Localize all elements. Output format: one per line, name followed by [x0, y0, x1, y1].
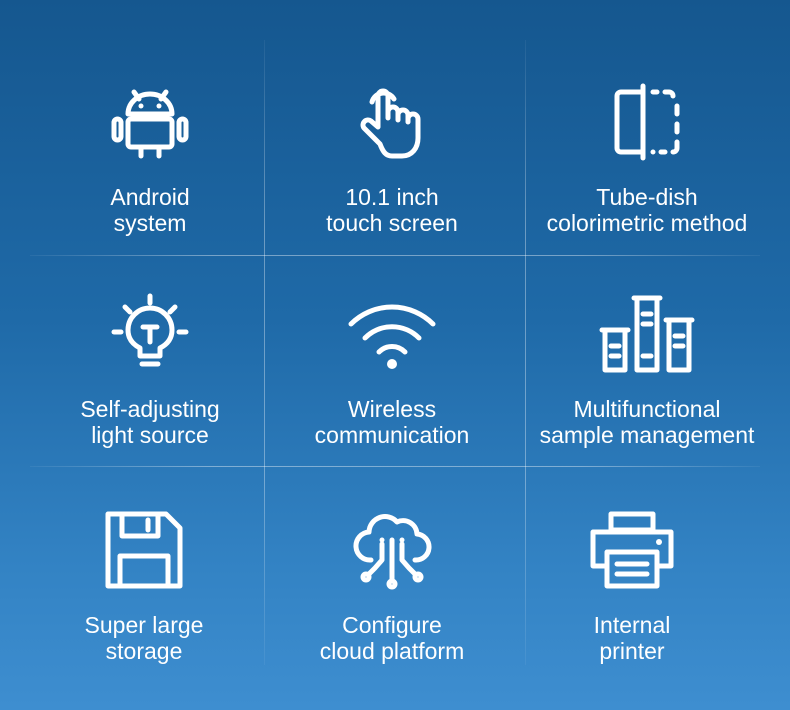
cloud-icon — [353, 514, 432, 590]
wifi-icon — [348, 304, 436, 369]
feature-label-line1: Android — [110, 184, 190, 210]
android-icon — [111, 89, 189, 159]
feature-label-line2: cloud platform — [319, 638, 465, 664]
feature-label-line1: Super large — [84, 612, 204, 638]
feature-label-line2: colorimetric method — [546, 210, 748, 236]
touch-hand-icon — [360, 88, 421, 159]
feature-label-line2: storage — [105, 638, 183, 664]
feature-label-line1: Self-adjusting — [80, 396, 220, 422]
feature-tube-dish-method: Tube-dish colorimetric method — [527, 82, 767, 236]
feature-label-line2: communication — [314, 422, 470, 448]
feature-label-line1: Tube-dish — [596, 184, 698, 210]
feature-label-line1: Internal — [593, 612, 671, 638]
feature-label-line2: printer — [599, 638, 665, 664]
printer-icon — [590, 511, 674, 589]
feature-cloud-platform: Configure cloud platform — [272, 510, 512, 664]
feature-light-source: Self-adjusting light source — [30, 293, 270, 448]
feature-wireless-communication: Wireless communication — [272, 294, 512, 448]
divider-vertical-left — [264, 40, 265, 665]
light-bulb-icon — [111, 293, 189, 367]
feature-label-line2: touch screen — [326, 210, 458, 236]
tube-dish-icon — [614, 83, 680, 161]
feature-android-system: Android system — [30, 82, 270, 236]
feature-label-line1: 10.1 inch — [345, 184, 439, 210]
feature-label-line1: Multifunctional — [573, 396, 721, 422]
floppy-disk-icon — [105, 511, 183, 589]
feature-label-line2: system — [113, 210, 187, 236]
feature-label-line2: light source — [91, 422, 209, 448]
feature-large-storage: Super large storage — [24, 510, 264, 664]
feature-label-line2: sample management — [539, 422, 755, 448]
feature-internal-printer: Internal printer — [512, 510, 752, 664]
feature-touch-screen: 10.1 inch touch screen — [272, 82, 512, 236]
feature-label-line1: Configure — [342, 612, 442, 638]
divider-horizontal-top — [30, 255, 760, 256]
divider-vertical-right — [525, 40, 526, 665]
test-tubes-icon — [599, 295, 695, 373]
divider-horizontal-bottom — [30, 466, 760, 467]
feature-label-line1: Wireless — [347, 396, 437, 422]
feature-sample-management: Multifunctional sample management — [527, 294, 767, 448]
